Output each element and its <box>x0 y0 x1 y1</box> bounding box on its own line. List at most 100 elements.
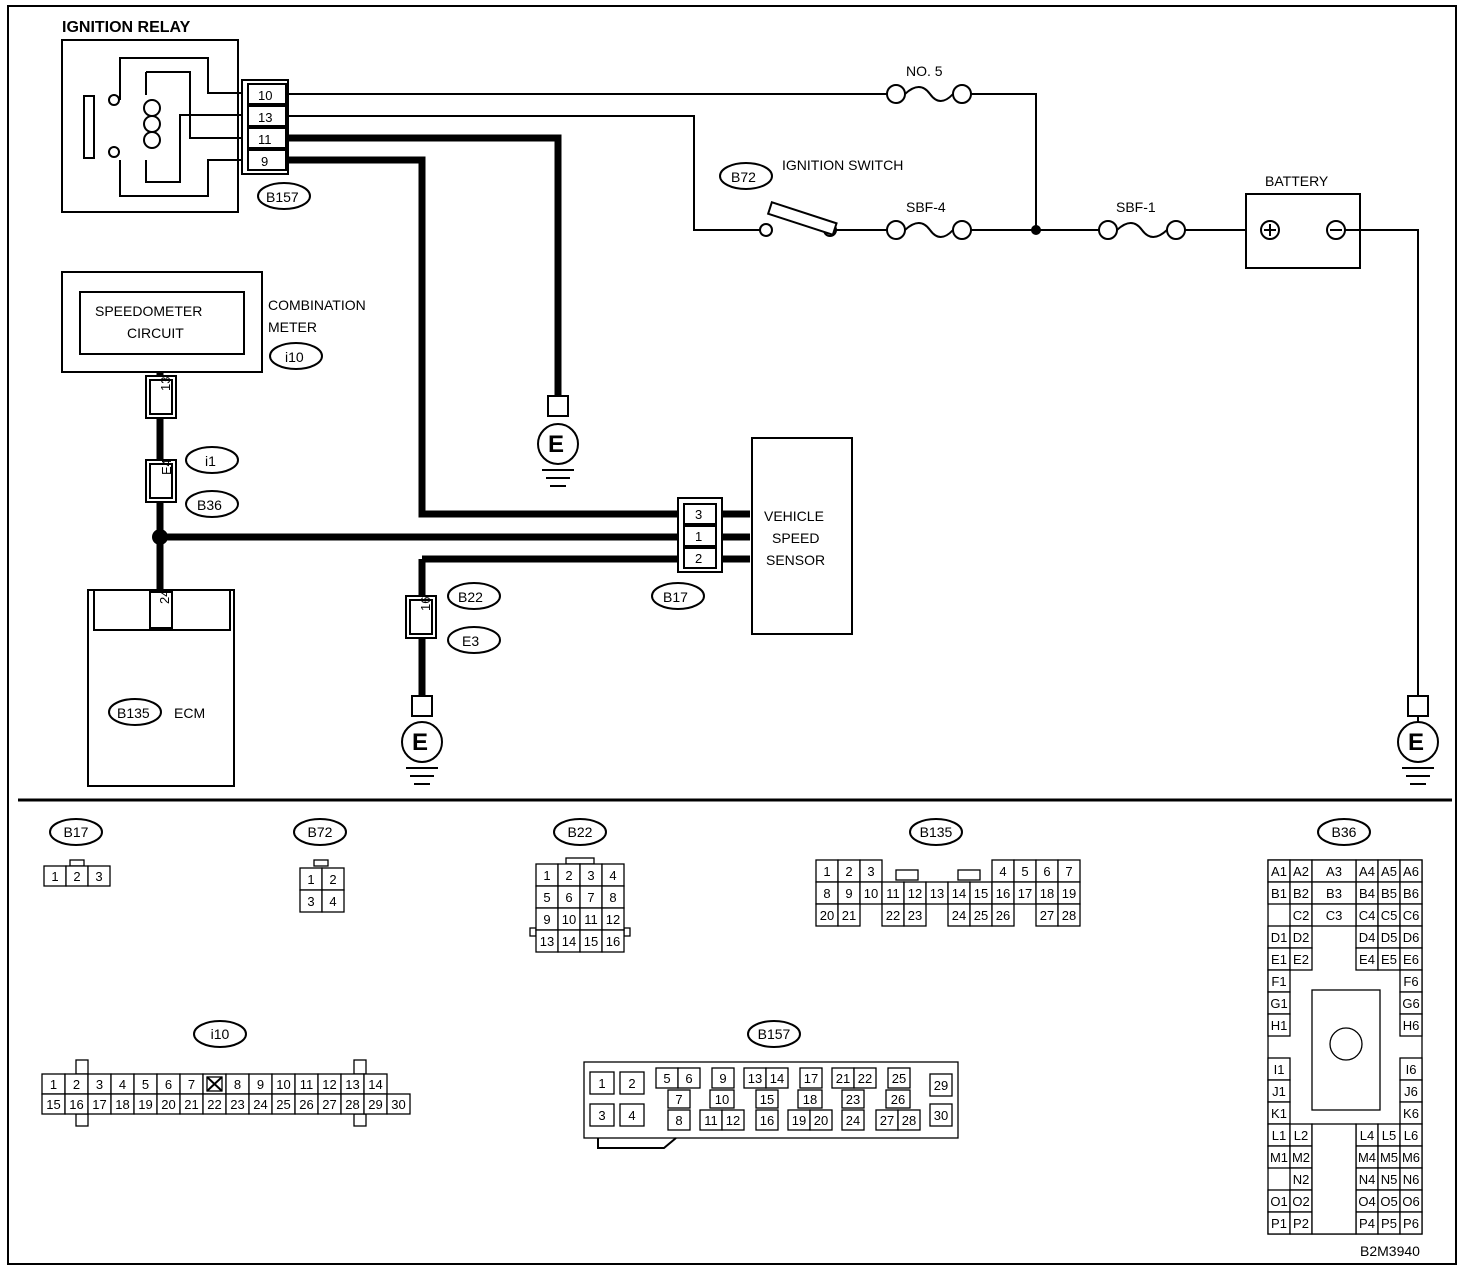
vss-pin: 3 <box>695 507 702 522</box>
connector-pin-label: L4 <box>1360 1128 1374 1143</box>
connector-pin-label: 23 <box>908 908 922 923</box>
connector-pin-label: 14 <box>770 1071 784 1086</box>
connector-pin-label: K1 <box>1271 1106 1287 1121</box>
connector-pin-cell <box>799 1067 823 1089</box>
connector-pin-label: 2 <box>628 1076 635 1091</box>
tag-b72-label: B72 <box>731 169 756 185</box>
connector-pin-label: O5 <box>1380 1194 1397 1209</box>
connector-pin-label: H1 <box>1271 1018 1288 1033</box>
connector-pin-label: 21 <box>836 1071 850 1086</box>
connector-pin-label: N5 <box>1381 1172 1398 1187</box>
connector-pin-label: 28 <box>345 1097 359 1112</box>
connector-pin-label: 25 <box>892 1071 906 1086</box>
connector-pin-cell <box>991 903 1015 927</box>
tag-e3-label: E3 <box>462 633 479 649</box>
wire-fuse-node <box>971 93 1037 230</box>
connector-pin-label: 5 <box>1021 864 1028 879</box>
connector-pin-label: 2 <box>329 872 336 887</box>
connector-pin-label: 24 <box>253 1097 267 1112</box>
connector-pin-label: 7 <box>1065 864 1072 879</box>
connector-pin-cell <box>841 1089 865 1109</box>
tag-b36-label: B36 <box>197 497 222 513</box>
connector-pin-cell <box>721 1109 745 1131</box>
relay-connector-b157: 10 13 11 9 <box>241 79 289 175</box>
connector-pin-label: N4 <box>1359 1172 1376 1187</box>
connector-pin-label: D1 <box>1271 930 1288 945</box>
connector-pin-label: 6 <box>1043 864 1050 879</box>
ground-pin: 16 <box>418 597 433 611</box>
connector-pin-label: 17 <box>92 1097 106 1112</box>
connector-pin-label: E5 <box>1381 952 1397 967</box>
connector-pin-label: 10 <box>562 912 576 927</box>
connector-pin-label: B3 <box>1326 886 1342 901</box>
connector-pin-label: C2 <box>1293 908 1310 923</box>
ground-b22: E <box>401 695 443 785</box>
connector-pin-label: B6 <box>1403 886 1419 901</box>
connector-pin-label: 18 <box>115 1097 129 1112</box>
connector-pin-label: O1 <box>1270 1194 1287 1209</box>
connector-pin-label: 8 <box>609 890 616 905</box>
connector-pin-label: 3 <box>867 864 874 879</box>
fuse-sbf4: SBF-4 <box>886 199 972 240</box>
ignition-relay: IGNITION RELAY <box>61 19 250 213</box>
meter-connector-13: 13 <box>145 375 177 419</box>
wire-pin11-ground <box>288 134 562 396</box>
connector-pin-label: M6 <box>1402 1150 1420 1165</box>
connector-pin-label: 21 <box>184 1097 198 1112</box>
connector-pin-label: 15 <box>974 886 988 901</box>
connector-pin-label: A5 <box>1381 864 1397 879</box>
connector-pin-label: 10 <box>276 1077 290 1092</box>
connector-pin-label: 14 <box>952 886 966 901</box>
connector-pin-label: P6 <box>1403 1216 1419 1231</box>
connector-pin-cell <box>601 929 625 953</box>
connector-pin-label: B1 <box>1271 886 1287 901</box>
connector-pin-label: 1 <box>50 1077 57 1092</box>
connector-pin-label: 12 <box>726 1113 740 1128</box>
connector-pin-cell <box>841 1109 865 1131</box>
connector-pin-label: 28 <box>1062 908 1076 923</box>
tag-b17 <box>651 582 705 610</box>
connector-pin-cell <box>1267 1013 1291 1037</box>
connector-pin-label: 6 <box>565 890 572 905</box>
combination-meter-line: COMBINATION <box>268 297 366 313</box>
speedometer-line: CIRCUIT <box>127 325 184 341</box>
connector-pin-label: 24 <box>846 1113 860 1128</box>
connector-pin-label: 7 <box>188 1077 195 1092</box>
connector-pin-cell <box>1399 1013 1423 1037</box>
connector-pin-cell <box>1311 903 1357 927</box>
connector-pin-label: 13 <box>345 1077 359 1092</box>
connector-pin-label: 13 <box>930 886 944 901</box>
connector-pin-label: 3 <box>598 1108 605 1123</box>
tag-b72 <box>719 162 773 190</box>
splice-node <box>152 529 168 545</box>
connector-pin-cell <box>1399 1211 1423 1235</box>
connector-pin-label: A2 <box>1293 864 1309 879</box>
connector-pin-label: A4 <box>1359 864 1375 879</box>
connector-pin-label: 6 <box>685 1071 692 1086</box>
connector-pin-cell <box>853 1067 877 1089</box>
sbf1-label: SBF-1 <box>1116 199 1156 215</box>
connector-pin-label: 21 <box>842 908 856 923</box>
tag-b157 <box>257 182 311 210</box>
connector-pin-label: 16 <box>606 934 620 949</box>
tag-e3 <box>447 626 501 654</box>
sbf4-label: SBF-4 <box>906 199 946 215</box>
connector-pin-label: P1 <box>1271 1216 1287 1231</box>
connector-16: 16 <box>405 595 437 639</box>
connector-pin-label: 11 <box>886 886 900 901</box>
connector-pin-label: 11 <box>584 912 598 927</box>
connector-pin-label: 5 <box>142 1077 149 1092</box>
connector-pin-label: 10 <box>715 1092 729 1107</box>
connector-pin-cell <box>809 1109 833 1131</box>
relay-pin: 13 <box>258 110 272 125</box>
vss-pin: 2 <box>695 551 702 566</box>
meter-pin: 13 <box>158 377 173 391</box>
connector-pin-label: 26 <box>891 1092 905 1107</box>
connector-pin-label: 13 <box>540 934 554 949</box>
connector-pin-label: 20 <box>814 1113 828 1128</box>
connector-tag-label: B22 <box>568 824 593 840</box>
connector-pin-label: 23 <box>230 1097 244 1112</box>
ecm-pin: 24 <box>157 590 172 604</box>
connector-pin-cell <box>1057 903 1081 927</box>
